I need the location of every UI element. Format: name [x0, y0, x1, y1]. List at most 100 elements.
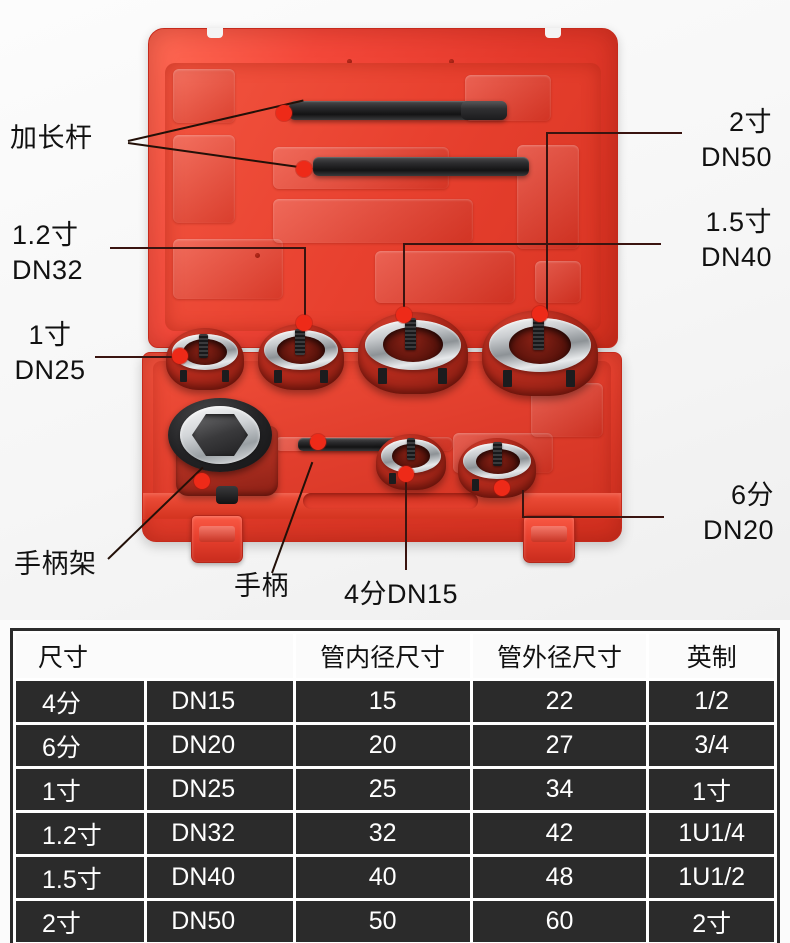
marker-handle-frame [194, 473, 210, 489]
lid-screw-left [347, 59, 352, 64]
label-dn25: 1寸 DN25 [0, 318, 100, 388]
table-row: 1寸 DN25 25 34 1寸 [16, 769, 774, 810]
leader-dn15-v [405, 474, 407, 570]
product-photo: 加长杆 2寸 DN50 1.2寸 DN32 1.5寸 DN40 1寸 DN25 … [0, 0, 790, 620]
cell-size: 1.2寸 [16, 813, 145, 854]
spec-table-head: 尺寸 管内径尺寸 管外径尺寸 英制 [16, 634, 774, 678]
cell-dn: DN15 [147, 681, 293, 722]
cell-size: 1寸 [16, 769, 145, 810]
label-extension-rod-line1: 加长杆 [10, 123, 93, 153]
label-handle-frame: 手柄架 [14, 548, 97, 581]
die-head-dn25 [166, 328, 244, 390]
spec-table-header-row: 尺寸 管内径尺寸 管外径尺寸 英制 [16, 634, 774, 678]
case-latch-right[interactable] [523, 515, 575, 563]
table-row: 1.5寸 DN40 40 48 1U1/2 [16, 857, 774, 898]
spec-table-container: 尺寸 管内径尺寸 管外径尺寸 英制 4分 DN15 15 22 1/2 [10, 628, 780, 943]
label-dn25-line1: 1寸 [28, 320, 72, 350]
cell-size: 4分 [16, 681, 145, 722]
label-dn15-line1: 4分DN15 [344, 579, 459, 609]
lid-notch-right [545, 28, 561, 38]
cell-imperial: 3/4 [649, 725, 774, 766]
label-extension-rod: 加长杆 [10, 122, 93, 155]
cell-outer: 34 [472, 769, 647, 810]
die-head-dn40 [358, 312, 468, 394]
cell-outer: 48 [472, 857, 647, 898]
table-row: 2寸 DN50 50 60 2寸 [16, 901, 774, 942]
die-head-dn15 [376, 434, 446, 490]
label-dn32-line2: DN32 [12, 255, 84, 285]
die-head-dn50 [482, 310, 598, 396]
label-dn20-line1: 6分 [730, 480, 774, 510]
leader-dn40-v [403, 243, 405, 315]
cell-imperial: 1U1/2 [649, 857, 774, 898]
cell-size: 1.5寸 [16, 857, 145, 898]
table-row: 6分 DN20 20 27 3/4 [16, 725, 774, 766]
ratchet-handle-frame [168, 398, 286, 504]
die-head-dn32 [258, 324, 344, 390]
lid-screw-right [449, 59, 454, 64]
label-dn32-line1: 1.2寸 [12, 220, 79, 250]
cell-size: 6分 [16, 725, 145, 766]
marker-handle [310, 434, 326, 450]
ratchet-selector-lever [216, 486, 238, 504]
cell-dn: DN40 [147, 857, 293, 898]
marker-dn25 [172, 348, 188, 364]
leader-dn50-v [546, 132, 548, 314]
label-dn50-line2: DN50 [700, 142, 772, 172]
cell-imperial: 2寸 [649, 901, 774, 942]
marker-dn32 [296, 315, 312, 331]
label-handle: 手柄 [234, 570, 289, 603]
label-dn40: 1.5寸 DN40 [608, 205, 772, 275]
cell-imperial: 1/2 [649, 681, 774, 722]
label-dn32: 1.2寸 DN32 [12, 218, 83, 288]
cell-inner: 40 [295, 857, 470, 898]
marker-dn15 [398, 466, 414, 482]
label-handle-line1: 手柄 [234, 571, 289, 601]
leader-dn25-h [95, 356, 181, 358]
spec-table-border: 尺寸 管内径尺寸 管外径尺寸 英制 4分 DN15 15 22 1/2 [10, 628, 780, 943]
header-inner-diameter: 管内径尺寸 [295, 634, 470, 678]
marker-dn50 [532, 306, 548, 322]
cell-inner: 25 [295, 769, 470, 810]
header-outer-diameter: 管外径尺寸 [472, 634, 647, 678]
case-latch-left[interactable] [191, 515, 243, 563]
marker-dn40 [396, 307, 412, 323]
cell-dn: DN32 [147, 813, 293, 854]
cell-size: 2寸 [16, 901, 145, 942]
cell-outer: 42 [472, 813, 647, 854]
cell-inner: 20 [295, 725, 470, 766]
cell-dn: DN25 [147, 769, 293, 810]
leader-dn20-h [522, 516, 664, 518]
case-base-handle-slot [303, 493, 478, 509]
cell-imperial: 1U1/4 [649, 813, 774, 854]
cell-dn: DN20 [147, 725, 293, 766]
leader-dn40-h [403, 243, 661, 245]
label-dn40-line2: DN40 [700, 242, 772, 272]
label-dn25-line2: DN25 [14, 355, 86, 385]
spec-table-body: 4分 DN15 15 22 1/2 6分 DN20 20 27 3/4 [16, 681, 774, 942]
cell-imperial: 1寸 [649, 769, 774, 810]
toolbox-case-lid [148, 28, 618, 348]
label-dn15: 4分DN15 [344, 578, 458, 611]
spec-table: 尺寸 管内径尺寸 管外径尺寸 英制 4分 DN15 15 22 1/2 [13, 631, 777, 943]
cell-outer: 27 [472, 725, 647, 766]
label-dn20-line2: DN20 [702, 515, 774, 545]
leader-dn32-v [304, 247, 306, 323]
marker-dn20 [494, 480, 510, 496]
cell-outer: 22 [472, 681, 647, 722]
leader-dn20-v [522, 490, 524, 518]
header-imperial: 英制 [649, 634, 774, 678]
label-dn40-line1: 1.5寸 [705, 207, 772, 237]
extension-rod-upper [289, 101, 507, 120]
marker-extension-rod-lower [296, 161, 312, 177]
extension-rod-lower [313, 157, 529, 176]
marker-extension-rod-upper [276, 105, 292, 121]
cell-inner: 15 [295, 681, 470, 722]
table-row: 4分 DN15 15 22 1/2 [16, 681, 774, 722]
cell-outer: 60 [472, 901, 647, 942]
leader-dn50-h [546, 132, 682, 134]
lid-notch-left [207, 28, 223, 38]
label-handle-frame-line1: 手柄架 [14, 549, 97, 579]
cell-inner: 50 [295, 901, 470, 942]
